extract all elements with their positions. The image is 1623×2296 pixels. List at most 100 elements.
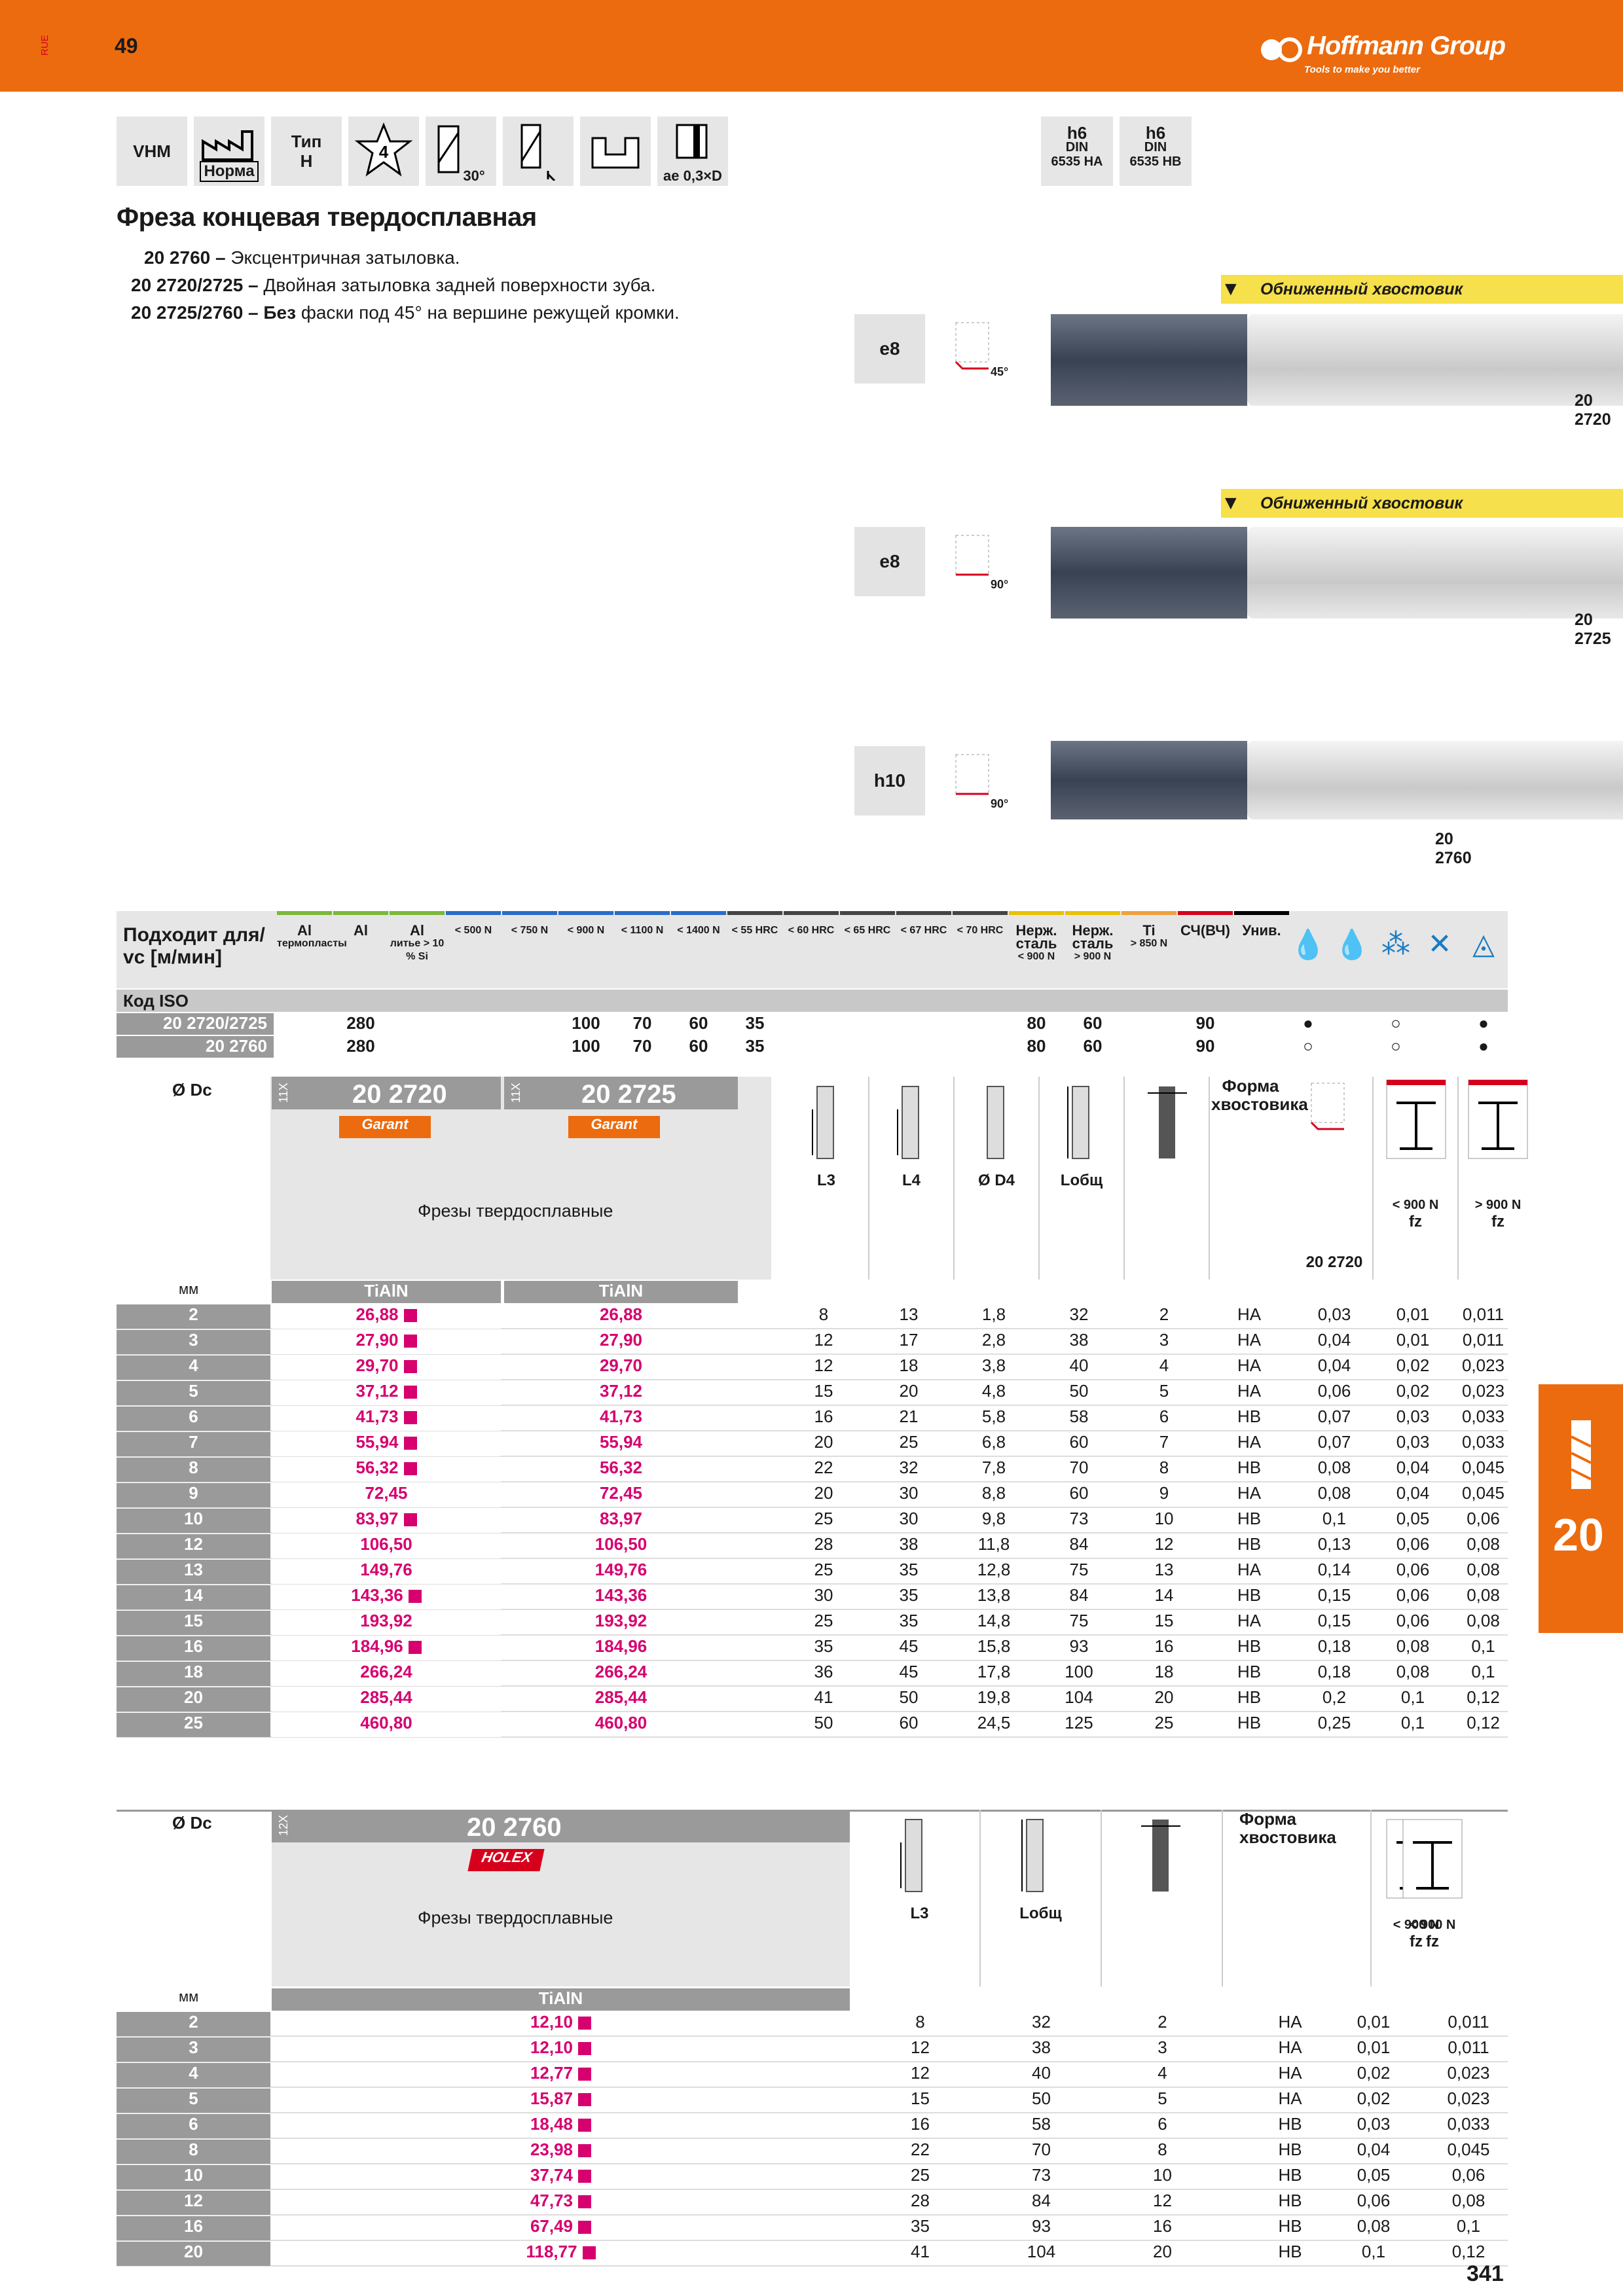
tool-2-shank [1247, 527, 1623, 619]
material-value [840, 1036, 895, 1058]
dim-cell: HA [1278, 2012, 1302, 2032]
dim-cell: 20 [814, 1432, 833, 1452]
material-value [390, 1013, 445, 1035]
dim-cell: 11,8 [977, 1534, 1010, 1554]
dim-cell: 93 [1032, 2216, 1051, 2236]
coolant-mark: ○ [1391, 1036, 1401, 1056]
dim-cell: 0,07 [1317, 1432, 1351, 1452]
price-cell: 149,76 [594, 1560, 647, 1579]
price-cell: 41,73 [599, 1407, 643, 1426]
dim-cell: 25 [814, 1509, 833, 1528]
dim-cell: 0,06 [1396, 1585, 1430, 1605]
dim-cell: 73 [1032, 2165, 1051, 2185]
page-title: Фреза концевая твердосплавная [117, 203, 537, 232]
dim-cell: 0,1 [1400, 1713, 1425, 1732]
price-cell: 29,70 [599, 1355, 643, 1375]
iso-label: Код ISO [123, 991, 189, 1011]
price-cell: 27,90 [599, 1330, 643, 1350]
material-col-head: < 67 HRC [896, 911, 951, 988]
dim-cell: 0,01 [1396, 1304, 1430, 1324]
t1-col2-qty: 11X [509, 1083, 522, 1103]
dim-cell: 17 [899, 1330, 919, 1350]
dim-cell: 7 [1159, 1432, 1169, 1452]
dim-cell: 35 [899, 1585, 919, 1605]
spray-icon: ⁂ [1381, 928, 1410, 960]
dim-cell: 0,04 [1357, 2140, 1391, 2159]
material-col-l1: Нерж. сталь [1072, 922, 1114, 952]
stock-indicator [578, 2119, 592, 2132]
dim-cell: HA [1278, 2089, 1302, 2108]
dim-cell: 0,023 [1461, 1381, 1505, 1401]
material-col-l2: < 500 N [454, 925, 492, 936]
dim-cell: 38 [899, 1534, 919, 1554]
material-value [446, 1036, 501, 1058]
dim-cell: 58 [1032, 2114, 1051, 2134]
price-cell: 47,73 [272, 2191, 850, 2215]
dim-cell: 0,01 [1396, 1330, 1430, 1350]
price-cell: 37,74 [272, 2165, 850, 2189]
dim-cell: 5 [1159, 1381, 1169, 1401]
dim-cell: 0,1 [1471, 1636, 1495, 1656]
dim-cell: 8 [818, 1304, 829, 1324]
dc-cell: 12 [117, 2191, 270, 2215]
material-col-l2: термопласты [277, 938, 347, 949]
dc-cell: 8 [117, 1458, 270, 1482]
teeth-symbol: 4 [348, 117, 419, 186]
dim-cell: 40 [1032, 2063, 1051, 2083]
dim-cell: 0,15 [1317, 1611, 1351, 1630]
dim-cell: 13 [1154, 1560, 1174, 1579]
chapter-tab[interactable]: 20 [1539, 1384, 1623, 1633]
factory-icon [202, 130, 253, 161]
dim-cell: HA [1237, 1432, 1262, 1452]
dim-cell: 0,12 [1451, 2242, 1486, 2261]
dim-cell: 20 [814, 1483, 833, 1503]
material-value [953, 1013, 1008, 1035]
material-value: 100 [558, 1036, 613, 1058]
t1-shank-head: Форма хвостовика [1211, 1076, 1308, 1114]
dim-cell: 0,08 [1396, 1636, 1430, 1656]
tool-3-code: 20 2760 [1435, 830, 1472, 867]
dim-cell: 0,033 [1461, 1407, 1505, 1426]
t1-unit-row: мм TiAlN TiAlN [117, 1281, 1508, 1303]
t1-col1-head [272, 1077, 501, 1109]
dim-cell: 50 [899, 1687, 919, 1707]
dim-cell: 104 [1065, 1687, 1093, 1707]
dim-cell: 0,2 [1322, 1687, 1347, 1707]
dim-cell: HB [1237, 1534, 1262, 1554]
material-value [390, 1036, 445, 1058]
dim-cell: 12 [1153, 2191, 1172, 2210]
material-col-head: СЧ(ВЧ) [1178, 911, 1233, 988]
dim-cell: 104 [1027, 2242, 1056, 2261]
dim-cell: 41 [911, 2242, 930, 2261]
material-header-label: Подходит для/ vc [м/мин] [123, 924, 265, 968]
dim-cell: 60 [1069, 1483, 1089, 1503]
tool-2-tolerance: e8 [854, 527, 925, 596]
dim-cell: 0,08 [1357, 2216, 1391, 2236]
ltotal-icon: Lобщ [1040, 1077, 1125, 1280]
dim-cell: 14,8 [977, 1611, 1011, 1630]
dim-cell: 8 [1159, 1458, 1169, 1477]
dim-cell: 70 [1032, 2140, 1051, 2159]
price-cell: 285,44 [272, 1687, 501, 1712]
price-cell: 15,87 [272, 2089, 850, 2113]
dim-cell: 0,1 [1361, 2242, 1386, 2261]
dim-cell: 84 [1069, 1585, 1089, 1605]
dim-cell: 0,06 [1317, 1381, 1351, 1401]
dc-cell: 16 [117, 1636, 270, 1660]
dim-cell: 0,06 [1451, 2165, 1486, 2185]
cutting-direction-icon [520, 124, 556, 181]
helix-icon [437, 125, 460, 173]
dim-cell: 4 [1159, 1355, 1169, 1375]
price-cell: 12,77 [272, 2063, 850, 2087]
dim-cell: 0,02 [1396, 1355, 1430, 1375]
chamfer-45-icon: 45° [953, 319, 1008, 378]
dc-cell: 10 [117, 2165, 270, 2189]
svg-text:4: 4 [379, 142, 389, 162]
dim-cell: 14 [1154, 1585, 1174, 1605]
